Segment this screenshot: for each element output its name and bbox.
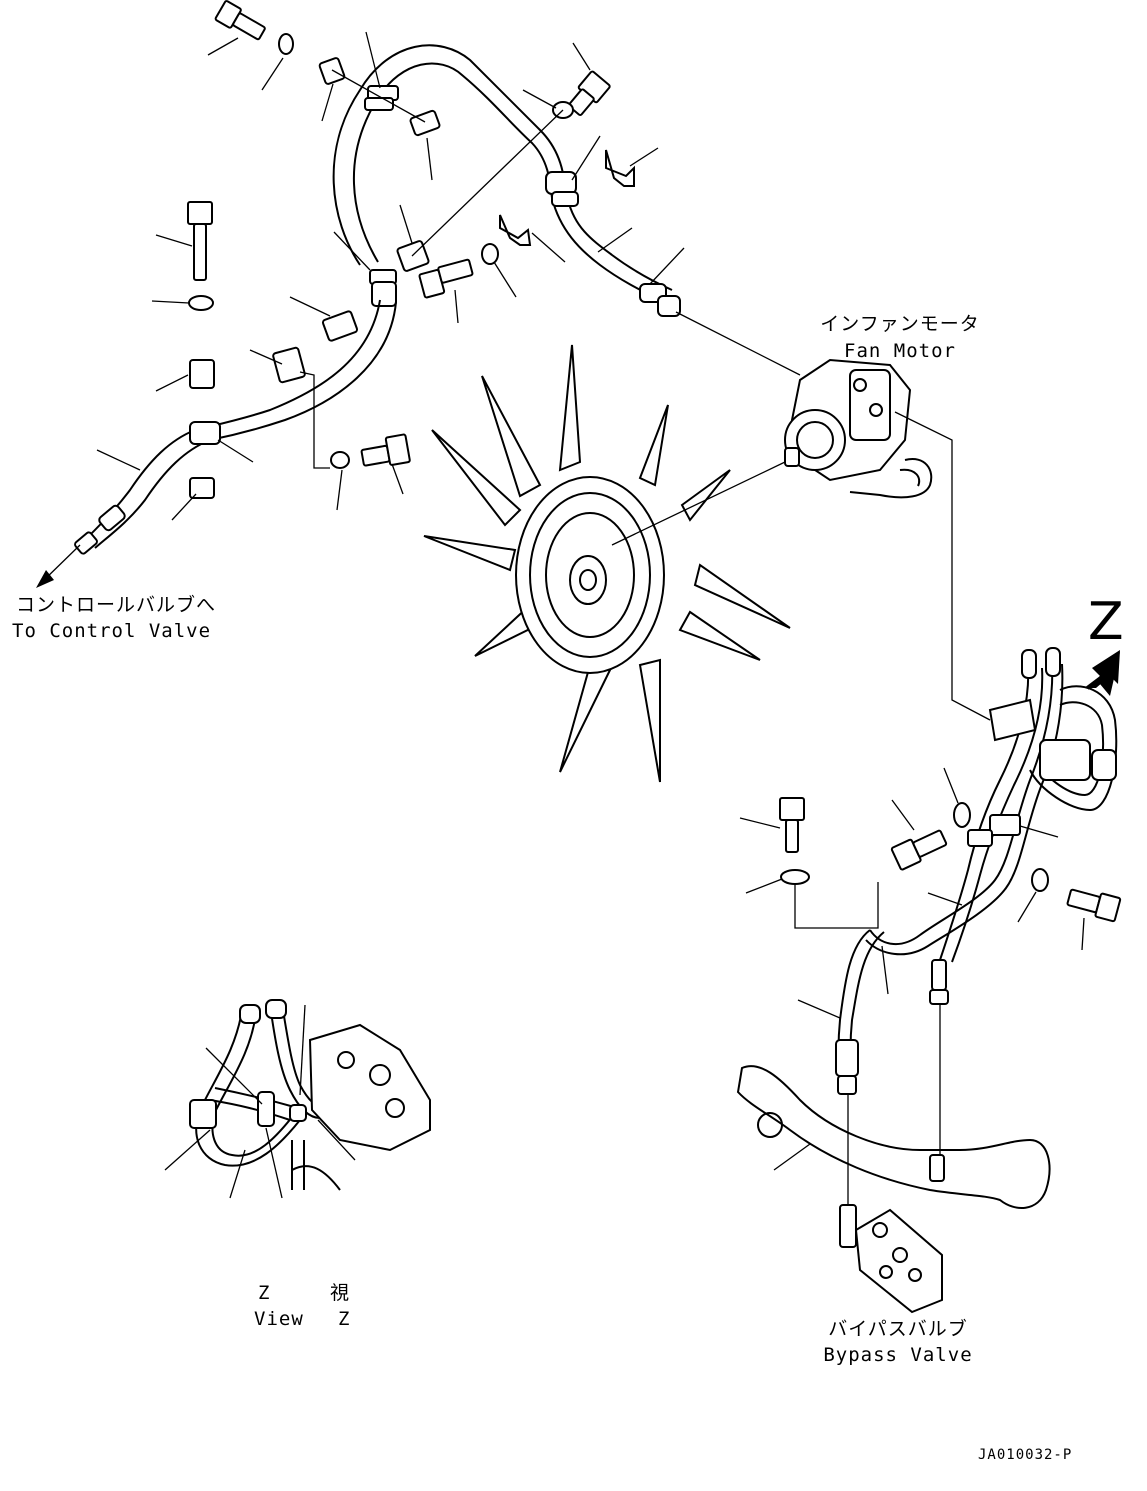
control-valve-label-jp: コントロールバルブへ <box>16 594 217 616</box>
bypass-valve-label-jp: バイパスバルブ <box>828 1318 968 1340</box>
bypass-pipe-and-valve <box>736 1004 1051 1314</box>
view-z-inset <box>164 999 431 1199</box>
fan-motor-label-jp: インファンモータ <box>820 313 980 335</box>
lower-right-hose-assembly <box>739 411 1122 1095</box>
view-z-jp-letter: Z <box>258 1282 271 1304</box>
view-z-en-letter: Z <box>338 1308 351 1330</box>
view-direction-letter: Z <box>1088 592 1124 652</box>
fasteners-upper <box>96 0 685 521</box>
fan-motor <box>675 311 933 499</box>
bypass-valve-label-en: Bypass Valve <box>823 1344 973 1366</box>
view-z-jp-char: 視 <box>330 1282 351 1304</box>
view-z-en-word: View <box>254 1308 304 1330</box>
upper-hose-assembly <box>36 44 681 588</box>
cooling-fan <box>423 344 791 783</box>
control-valve-label-en: To Control Valve <box>12 620 212 642</box>
document-id: JA010032-P <box>978 1447 1073 1463</box>
fan-motor-label-en: Fan Motor <box>844 340 956 362</box>
